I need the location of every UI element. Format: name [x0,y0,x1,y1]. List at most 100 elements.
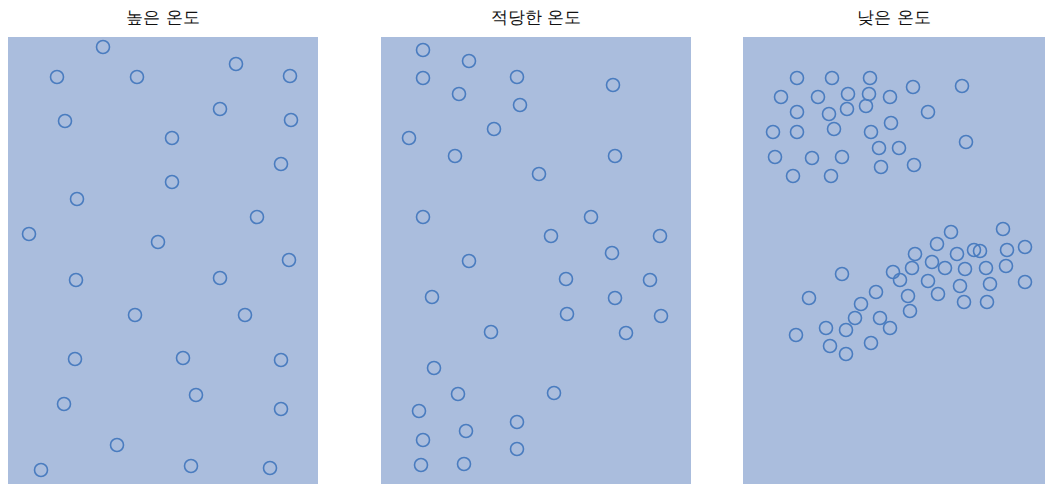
temperature-panel: 적당한 온도 [381,0,691,484]
particle [606,247,619,260]
particle [855,298,868,311]
particle [129,309,142,322]
particle [981,296,994,309]
particle [609,292,622,305]
particle [545,230,558,243]
particle [922,106,935,119]
particle [840,324,853,337]
particle [607,79,620,92]
particle [932,288,945,301]
particle [956,80,969,93]
particle [417,434,430,447]
particle [812,91,825,104]
particle [511,443,524,456]
particle [214,103,227,116]
particle [922,275,935,288]
particle [458,458,471,471]
particle [1019,276,1032,289]
particle [655,310,668,323]
particle [906,262,919,275]
particle [560,273,573,286]
particle [931,238,944,251]
particle [275,158,288,171]
particle [908,159,921,172]
particle [97,41,110,54]
particle [865,126,878,139]
particle [1000,260,1013,273]
particle [840,348,853,361]
particle [865,337,878,350]
temperature-panel: 높은 온도 [8,0,318,484]
panel-ground [381,37,691,484]
particle [70,274,83,287]
particle [428,362,441,375]
particle [951,248,964,261]
particle [111,439,124,452]
particle [769,151,782,164]
particle [893,142,906,155]
particle [997,223,1010,236]
particle [152,236,165,249]
particle [239,309,252,322]
particle [841,103,854,116]
particle [926,256,939,269]
particle [644,274,657,287]
particle [275,354,288,367]
particle [790,329,803,342]
particle [875,161,888,174]
particle [177,352,190,365]
particle [131,71,144,84]
particle [453,88,466,101]
particle [214,272,227,285]
particle [561,308,574,321]
particle [984,278,997,291]
particle [514,99,527,112]
panel-heading: 적당한 온도 [381,0,691,34]
particle [907,81,920,94]
particle [58,398,71,411]
particle [909,248,922,261]
particle [864,72,877,85]
particle [824,340,837,353]
panel-heading: 낮은 온도 [743,0,1045,34]
particle [826,72,839,85]
particle [820,322,833,335]
particle [166,176,179,189]
particle [452,388,465,401]
particle [1001,244,1014,257]
particle [791,106,804,119]
particle [415,459,428,472]
particle [885,117,898,130]
particle [980,262,993,275]
particle [166,132,179,145]
particle [69,353,82,366]
particle [904,305,917,318]
panel-ground [743,37,1045,484]
particle [449,150,462,163]
particle [585,211,598,224]
particle [284,70,297,83]
particle [849,312,862,325]
particle [870,286,883,299]
particle [463,55,476,68]
particle [863,88,876,101]
particle [413,405,426,418]
particle [511,71,524,84]
temperature-panel: 낮은 온도 [743,0,1045,484]
particle [533,168,546,181]
particle [417,211,430,224]
particle [251,211,264,224]
particle [887,266,900,279]
particle [654,230,667,243]
particle [283,254,296,267]
particle [823,108,836,121]
particle [23,228,36,241]
particle [860,100,873,113]
particle [806,152,819,165]
particle [264,462,277,475]
particle [463,255,476,268]
particle [548,387,561,400]
particle [974,245,987,258]
particle [1019,241,1032,254]
